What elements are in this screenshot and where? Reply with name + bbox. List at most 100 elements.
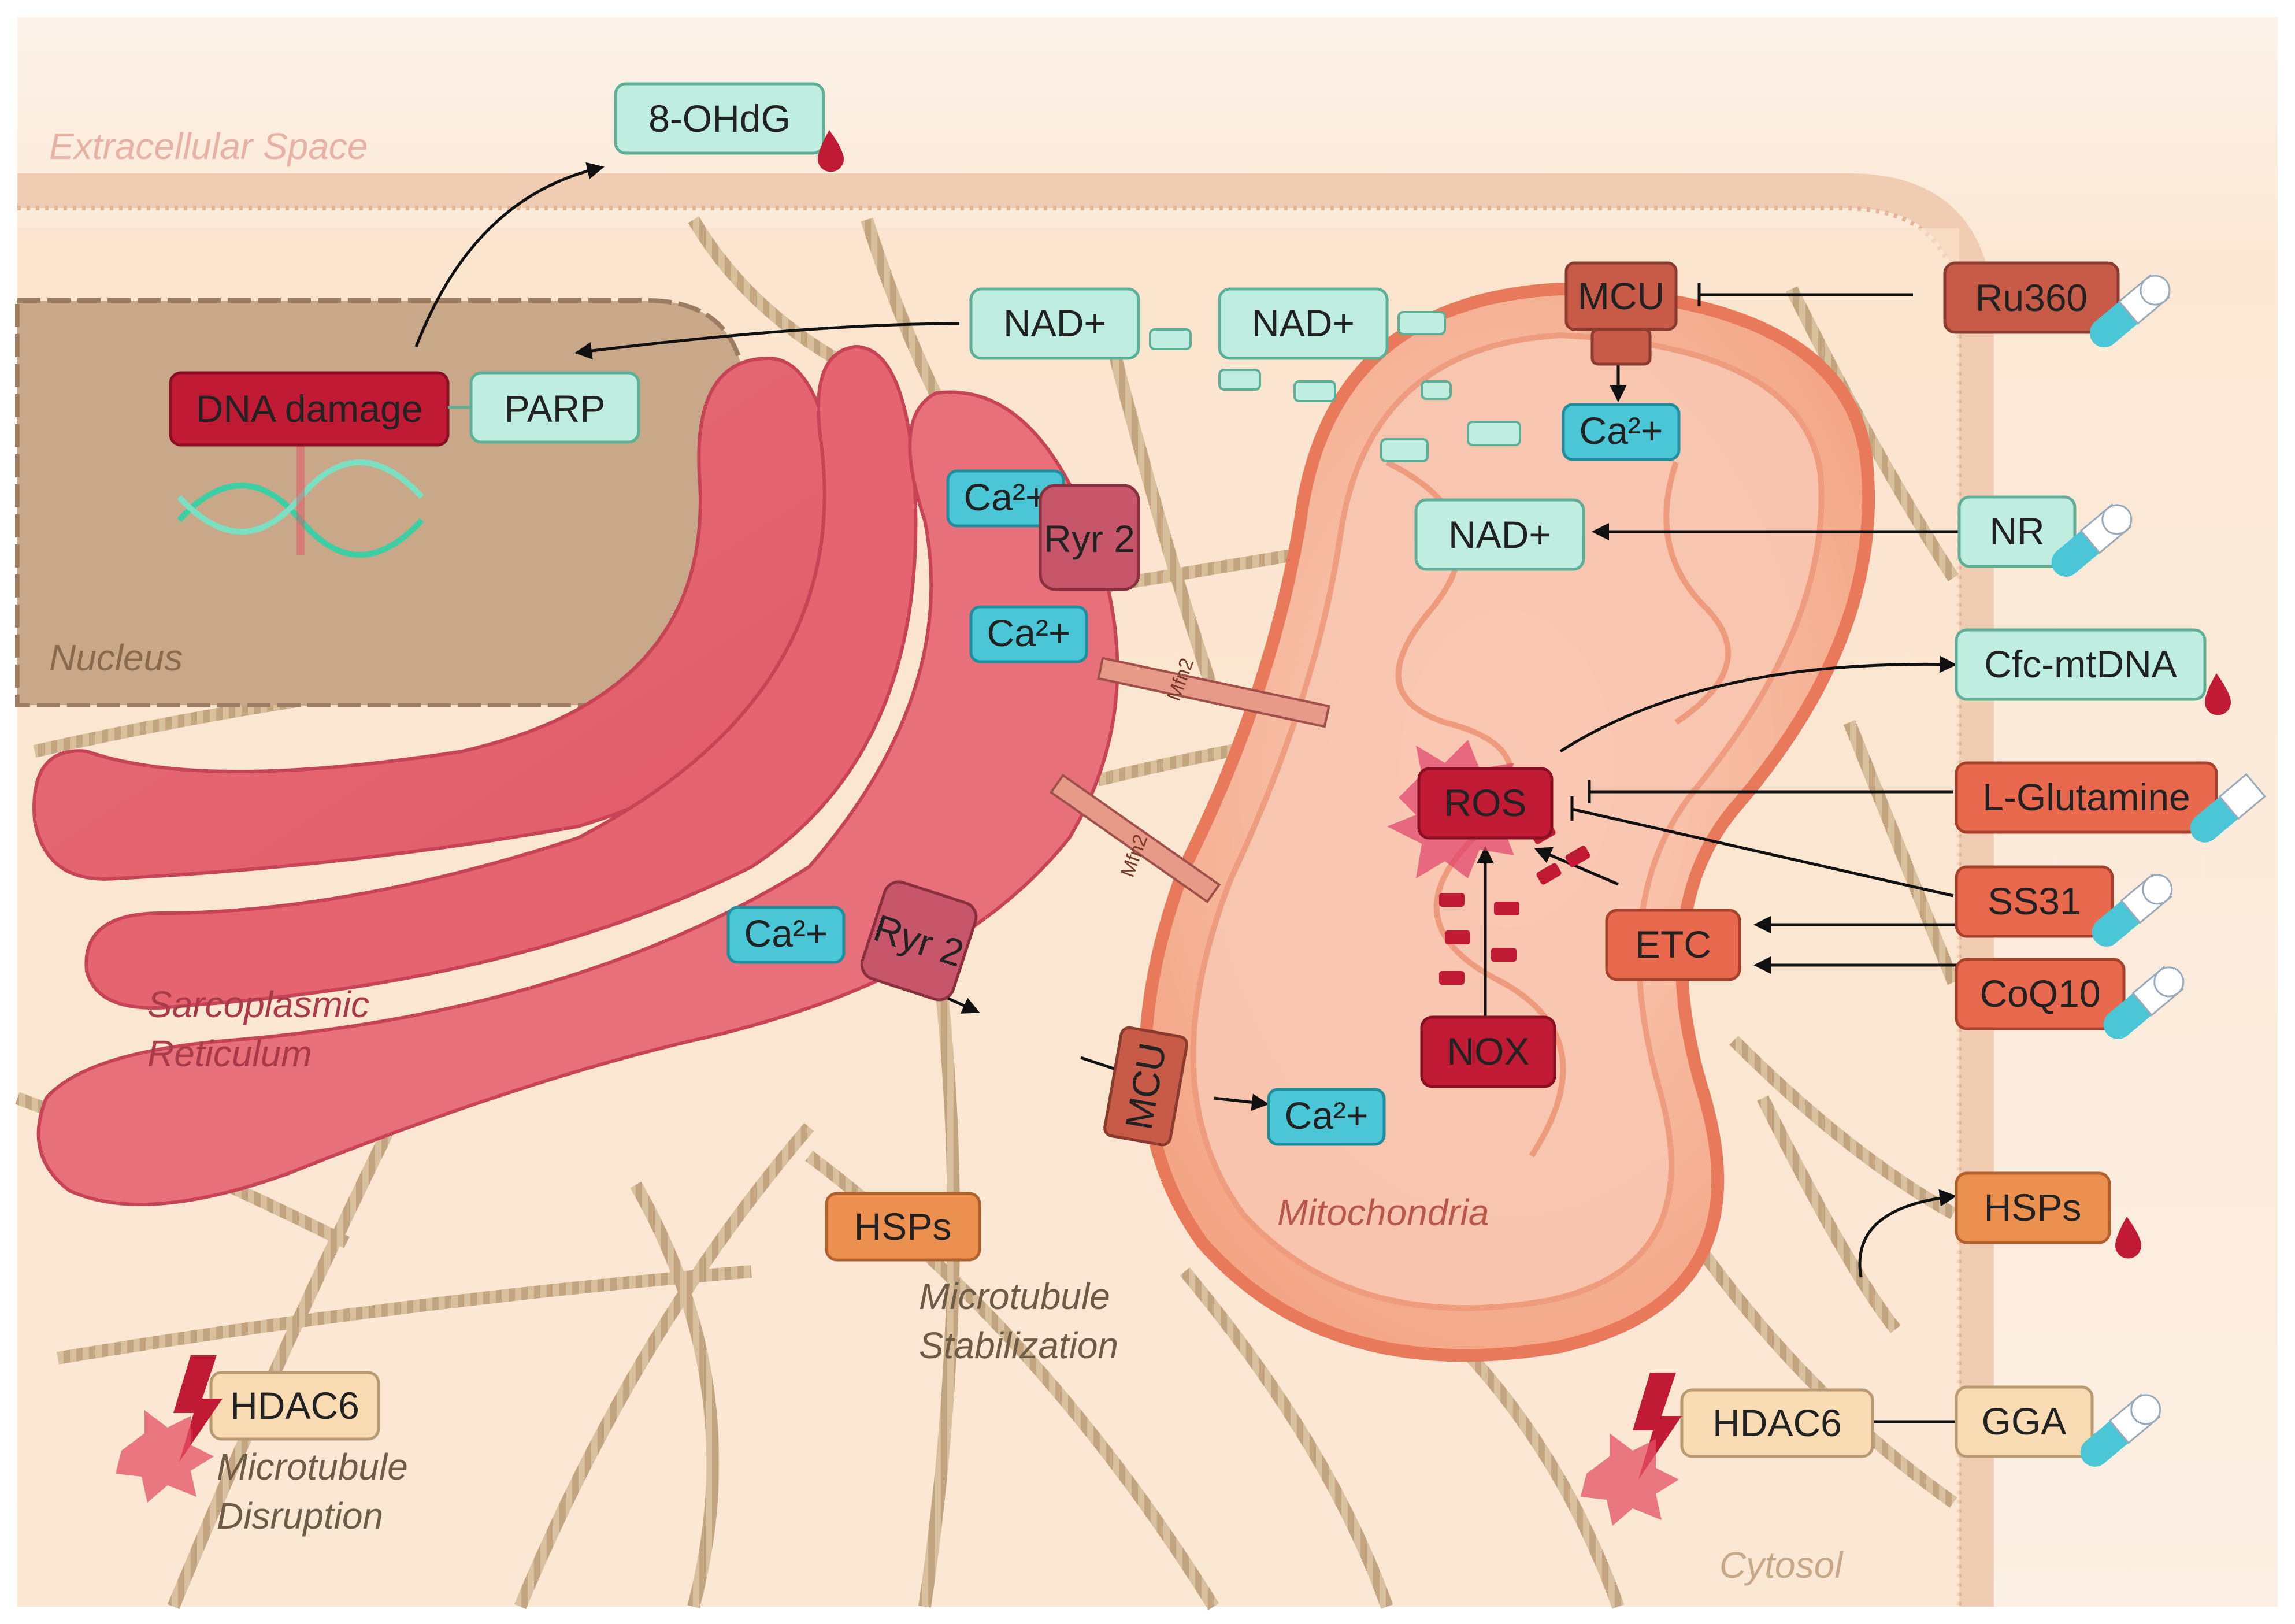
microtubule xyxy=(1670,1210,1957,1508)
hsps-box-mid[interactable] xyxy=(825,1192,981,1262)
ca-box-sr-mid[interactable] xyxy=(969,605,1088,663)
arrow-nad-to-nucleus xyxy=(574,322,960,359)
region-cytosol: Cytosol xyxy=(1719,1544,1844,1586)
coq10-box[interactable] xyxy=(1955,958,2126,1030)
dna-damage-label: DNA damage xyxy=(196,387,423,430)
blood-drop-icon xyxy=(2205,673,2231,715)
coq10-label: CoQ10 xyxy=(1979,972,2100,1015)
region-mt-disr-line2: Disruption xyxy=(217,1495,383,1537)
nad-particle xyxy=(1218,369,1261,391)
region-mitochondria: Mitochondria xyxy=(1277,1192,1489,1233)
region-mt-stab-line2: Stabilization xyxy=(919,1325,1118,1366)
microtubule xyxy=(514,1122,814,1610)
arrow-parp-to-8ohdg xyxy=(414,162,605,347)
nad-particle xyxy=(1293,380,1336,402)
microtubule xyxy=(167,1095,410,1610)
microtubule xyxy=(1757,1095,1901,1333)
nad-label-2: NAD+ xyxy=(1252,302,1355,344)
ryr2-top[interactable] xyxy=(1039,484,1140,591)
burst-star-icon xyxy=(1581,1433,1679,1526)
ros-box[interactable] xyxy=(1417,767,1554,840)
cfc-mtdna-box[interactable] xyxy=(1955,628,2207,701)
ss31-box[interactable] xyxy=(1955,865,2114,938)
arrow-to-hsps-right xyxy=(1858,1189,1957,1278)
nad-box-3[interactable] xyxy=(1414,498,1585,571)
ru360-box[interactable] xyxy=(1943,261,2120,334)
nox-label: NOX xyxy=(1447,1030,1529,1073)
ohdg-box[interactable] xyxy=(614,82,825,155)
nad-particle xyxy=(1397,311,1446,335)
l-glutamine-box[interactable] xyxy=(1955,761,2218,834)
hdac6-label-right: HDAC6 xyxy=(1712,1401,1842,1444)
inhibit-ss31-ros xyxy=(1571,807,1954,898)
nad-box-2[interactable] xyxy=(1218,287,1389,360)
hsps-box-right[interactable] xyxy=(1955,1171,2111,1244)
nad-label-1: NAD+ xyxy=(1003,302,1106,344)
hsps-label-right: HSPs xyxy=(1984,1186,2082,1229)
sr-cisterna-middle xyxy=(84,344,918,1010)
dna-helix-icon xyxy=(177,439,424,558)
mcu-top-pore xyxy=(1590,328,1652,366)
lightning-bolt-icon xyxy=(173,1355,223,1462)
region-extracellular: Extracellular Space xyxy=(49,125,368,167)
mcu-bottom[interactable]: MCU xyxy=(1103,1026,1188,1147)
microtubule xyxy=(1729,1036,1957,1219)
gga-box[interactable] xyxy=(1955,1385,2094,1458)
region-sr-line2: Reticulum xyxy=(147,1033,312,1074)
ss31-label: SS31 xyxy=(1988,880,2081,922)
lightning-bolt-icon xyxy=(1633,1373,1682,1480)
nad-particle xyxy=(1380,438,1429,462)
blood-drop-icon xyxy=(2115,1217,2141,1259)
region-mt-disr-line1: Microtubule xyxy=(217,1446,408,1488)
ryr2-top-label: Ryr 2 xyxy=(1044,517,1135,560)
ryr2-bottom[interactable]: Ryr 2 xyxy=(858,878,980,1003)
ca-box-mcu-top[interactable] xyxy=(1562,403,1681,461)
arrow-ros-to-cfc xyxy=(1559,655,1957,753)
hsps-label-mid: HSPs xyxy=(854,1205,952,1248)
ru360-label: Ru360 xyxy=(1975,276,2088,319)
nad-label-3: NAD+ xyxy=(1448,513,1551,556)
pill-capsule-icon xyxy=(2190,773,2266,843)
pill-capsule-icon xyxy=(2089,274,2171,348)
nox-box[interactable] xyxy=(1420,1015,1556,1088)
ca-label-mcu-top: Ca²+ xyxy=(1580,409,1663,452)
nad-particle xyxy=(1149,328,1192,350)
nad-particle xyxy=(1467,421,1521,446)
microtubule xyxy=(57,1265,752,1365)
ca-box-ryr-bottom[interactable] xyxy=(726,906,846,964)
nr-box[interactable] xyxy=(1957,495,2077,568)
cfc-mtdna-label: Cfc-mtDNA xyxy=(1984,643,2177,685)
ros-label: ROS xyxy=(1444,781,1526,824)
etc-label: ETC xyxy=(1635,923,1711,966)
nad-particles xyxy=(1149,311,1521,462)
nad-box-1[interactable] xyxy=(969,287,1140,360)
blood-drop-icon xyxy=(818,130,844,172)
ca-box-mcu-bottom[interactable] xyxy=(1267,1088,1386,1146)
mcu-top-label: MCU xyxy=(1578,275,1664,317)
region-mt-stab-line1: Microtubule xyxy=(919,1276,1110,1317)
pill-capsule-icon xyxy=(2092,873,2173,947)
arrows xyxy=(414,162,1959,1433)
arrow-mcu-to-ca-bottom xyxy=(1213,1093,1269,1111)
pill-capsule-icon xyxy=(2080,1393,2161,1467)
ca-label-ryr-top: Ca²+ xyxy=(964,476,1048,518)
ohdg-label: 8-OHdG xyxy=(648,97,791,140)
burst-star-icon xyxy=(116,1410,214,1503)
arrow-etc-to-ros xyxy=(1534,847,1619,886)
etc-box[interactable] xyxy=(1605,909,1741,981)
ca-label-sr-mid: Ca²+ xyxy=(987,611,1071,654)
parp-label: PARP xyxy=(505,387,606,430)
nr-label: NR xyxy=(1989,510,2044,553)
ca-label-mcu-bottom: Ca²+ xyxy=(1285,1094,1369,1137)
microtubule xyxy=(1843,720,1960,985)
region-nucleus: Nucleus xyxy=(49,637,183,678)
pill-capsule-icon xyxy=(2051,503,2133,577)
gga-label: GGA xyxy=(1982,1400,2067,1443)
region-sr-line1: Sarcoplasmic xyxy=(147,984,369,1025)
nad-particle xyxy=(1421,380,1452,400)
l-glutamine-label: L-Glutamine xyxy=(1982,776,2190,818)
hdac6-label-left: HDAC6 xyxy=(230,1384,359,1427)
microtubule xyxy=(1786,286,1959,581)
hdac6-box-right[interactable] xyxy=(1680,1388,1874,1458)
